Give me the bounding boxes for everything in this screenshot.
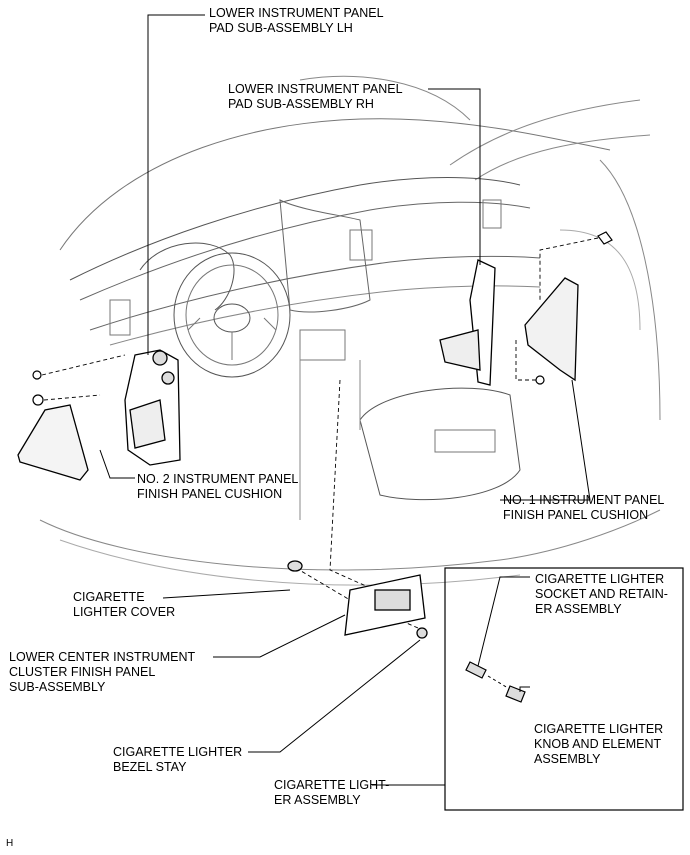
label-lighter-cover: CIGARETTE LIGHTER COVER [73, 590, 176, 619]
assembly-direction-lines [41, 237, 599, 629]
callout-lines [99, 14, 591, 786]
label-knob-element: CIGARETTE LIGHTER KNOB AND ELEMENT ASSEM… [534, 722, 664, 766]
lower-panel-pad-rh-part [439, 259, 496, 386]
label-pad-lh: LOWER INSTRUMENT PANEL PAD SUB-ASSEMBLY … [209, 6, 384, 35]
lighter-knob-part [505, 685, 526, 703]
center-cluster-panel-part [287, 560, 428, 639]
vehicle-interior-outline [39, 75, 661, 586]
clips-and-screws [32, 231, 613, 406]
label-lighter-assembly: CIGARETTE LIGHT- ER ASSEMBLY [274, 778, 390, 807]
label-cushion-no1: NO. 1 INSTRUMENT PANEL FINISH PANEL CUSH… [503, 493, 665, 522]
figure-code: H [6, 838, 14, 849]
no2-cushion-part [17, 404, 89, 481]
lower-panel-pad-lh-part [124, 349, 181, 466]
no1-cushion-part [524, 277, 579, 382]
label-center-cluster: LOWER CENTER INSTRUMENT CLUSTER FINISH P… [9, 650, 196, 694]
lighter-socket-part [465, 661, 487, 679]
lighter-inset-box [444, 567, 684, 811]
inset-dashed-line [487, 675, 509, 689]
label-bezel-stay: CIGARETTE LIGHTER BEZEL STAY [113, 745, 243, 774]
label-pad-rh: LOWER INSTRUMENT PANEL PAD SUB-ASSEMBLY … [228, 82, 403, 111]
label-cushion-no2: NO. 2 INSTRUMENT PANEL FINISH PANEL CUSH… [137, 472, 299, 501]
label-socket-retainer: CIGARETTE LIGHTER SOCKET AND RETAIN- ER … [535, 572, 668, 616]
